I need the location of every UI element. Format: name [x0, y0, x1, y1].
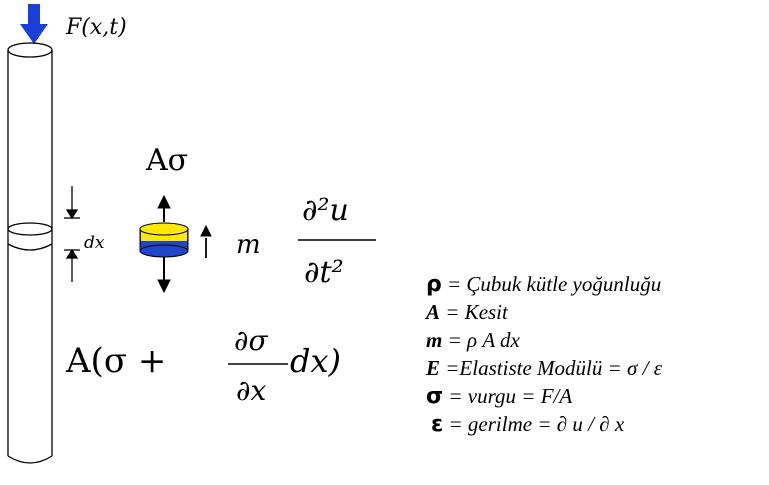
inertia-arrow — [200, 224, 212, 258]
definition-rho: ρ = Çubuk kütle yoğunluğu — [426, 270, 766, 298]
bottom-stress-suffix: dx) — [290, 342, 341, 380]
bottom-stress-numerator: ∂σ — [234, 324, 268, 357]
slice-bottom-curve — [7, 243, 53, 251]
bottom-stress-prefix: A(σ + — [65, 341, 166, 381]
force-arrow-shaft — [28, 4, 40, 26]
element-disk — [139, 222, 189, 258]
definition-strain: ε = gerilme = ∂ u / ∂ x — [431, 410, 766, 438]
definition-text: = Çubuk kütle yoğunluğu — [441, 272, 662, 296]
definitions-list: ρ = Çubuk kütle yoğunluğu A = Kesit m = … — [426, 270, 766, 438]
dx-dimension — [64, 186, 80, 282]
inertia-denominator: ∂t² — [304, 255, 344, 290]
inertia-numerator: ∂²u — [302, 193, 349, 228]
bottom-stress-term: A(σ + ∂σ ∂x dx) — [65, 324, 341, 407]
definition-text: = ρ A dx — [442, 328, 520, 352]
bottom-stress-denominator: ∂x — [236, 374, 266, 407]
inertia-coef: m — [236, 230, 261, 260]
rod — [7, 42, 53, 464]
force-arrow-head — [20, 24, 48, 44]
force-arrow — [20, 4, 48, 44]
slice-top-ellipse — [7, 222, 53, 236]
rod-top-ellipse — [7, 42, 53, 58]
definition-symbol: A — [426, 300, 441, 324]
definition-symbol: E — [426, 356, 441, 380]
definition-text: =Elastiste Modülü = σ / ε — [440, 356, 662, 380]
definition-text: = Kesit — [440, 300, 508, 324]
top-stress-label: Aσ — [145, 143, 188, 178]
definition-text: = vurgu = F/A — [443, 384, 573, 408]
inertia-term: m ∂²u ∂t² — [236, 193, 376, 290]
definition-symbol: m — [426, 328, 443, 352]
force-label: F(x,t) — [65, 15, 127, 40]
dx-label: dx — [84, 233, 105, 253]
definition-text: = gerilme = ∂ u / ∂ x — [443, 412, 625, 436]
definition-symbol: ρ — [426, 272, 442, 297]
definition-modulus: E =Elastiste Modülü = σ / ε — [426, 354, 766, 382]
definition-mass: m = ρ A dx — [426, 326, 766, 354]
definition-stress: σ = vurgu = F/A — [426, 382, 766, 410]
definition-symbol: σ — [426, 384, 444, 409]
definition-symbol: ε — [431, 412, 444, 437]
element-down-arrow — [157, 257, 171, 294]
rod-bottom-curve — [7, 455, 53, 464]
element-up-arrow — [157, 194, 171, 222]
definition-area: A = Kesit — [426, 298, 766, 326]
